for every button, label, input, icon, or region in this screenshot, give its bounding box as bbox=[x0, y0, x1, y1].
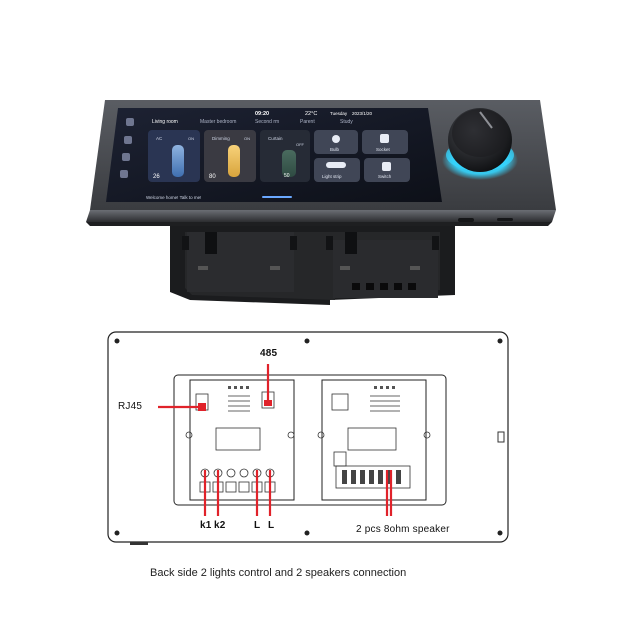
light-strip-icon bbox=[326, 162, 346, 168]
curtain-tile[interactable]: Curtain OFF 50 bbox=[260, 130, 310, 182]
caption: Back side 2 lights control and 2 speaker… bbox=[150, 567, 407, 579]
dimmer-state: ON bbox=[244, 136, 250, 141]
switch-tile[interactable]: Switch bbox=[364, 158, 410, 182]
socket-label: Socket bbox=[376, 147, 391, 152]
status-day: Tuesday bbox=[330, 111, 348, 116]
rotary-knob[interactable] bbox=[442, 108, 518, 180]
back-plate-outline bbox=[107, 331, 509, 543]
scene-icon[interactable] bbox=[124, 136, 132, 144]
ac-state: ON bbox=[188, 136, 194, 141]
switch-label: Switch bbox=[378, 174, 392, 179]
l2-label: L bbox=[268, 520, 275, 531]
speaker-module bbox=[317, 379, 431, 501]
curtain-state: OFF bbox=[296, 142, 305, 147]
inner-frame bbox=[173, 374, 447, 506]
curtain-value: 50 bbox=[284, 173, 290, 179]
ac-value: 26 bbox=[153, 174, 160, 180]
k2-label: k2 bbox=[214, 520, 226, 531]
mounting-holes bbox=[114, 338, 503, 536]
status-date: 2023/1/20 bbox=[352, 111, 373, 116]
settings-icon[interactable] bbox=[120, 170, 128, 178]
tab-2[interactable]: Second rm bbox=[255, 119, 279, 125]
dimmer-label: Dimming bbox=[212, 136, 230, 141]
tab-1[interactable]: Master bedroom bbox=[200, 119, 236, 125]
status-temp: 22°C bbox=[305, 111, 317, 117]
light-control-module bbox=[185, 379, 295, 501]
tab-0[interactable]: Living room bbox=[152, 119, 178, 125]
bulb-label: Bulb bbox=[330, 147, 340, 152]
tab-4[interactable]: Study bbox=[340, 119, 353, 125]
rj45-port-highlight bbox=[198, 403, 206, 411]
rs485-label: 485 bbox=[260, 348, 278, 359]
rj45-label: RJ45 bbox=[118, 401, 143, 412]
ac-tile[interactable]: AC ON 26 bbox=[148, 130, 200, 182]
speaker-label: 2 pcs 8ohm speaker bbox=[356, 524, 450, 535]
socket-icon bbox=[380, 134, 389, 143]
wiring-diagram bbox=[107, 331, 509, 545]
bulb-tile[interactable]: Bulb bbox=[314, 130, 358, 154]
home-icon[interactable] bbox=[126, 118, 134, 126]
bottom-notch bbox=[130, 542, 148, 545]
dimmer-tile[interactable]: Dimming ON 80 bbox=[204, 130, 256, 182]
bulb-icon bbox=[332, 135, 340, 143]
socket-tile[interactable]: Socket bbox=[362, 130, 408, 154]
side-tab bbox=[497, 431, 505, 443]
smart-panel-device: Living room Master bedroom Second rm Par… bbox=[86, 100, 556, 305]
status-time: 09:20 bbox=[255, 111, 269, 117]
music-icon[interactable] bbox=[122, 153, 130, 161]
side-nav bbox=[120, 118, 134, 178]
curtain-label: Curtain bbox=[268, 136, 283, 141]
touch-screen[interactable]: Living room Master bedroom Second rm Par… bbox=[106, 108, 442, 202]
callout-lines bbox=[158, 364, 393, 516]
l1-label: L bbox=[254, 520, 261, 531]
lightstrip-tile[interactable]: Light strip bbox=[314, 158, 360, 182]
switch-icon bbox=[382, 162, 391, 171]
back-box bbox=[170, 226, 455, 305]
voice-prompt: Welcome home! Talk to me! bbox=[146, 195, 201, 200]
knob-marker bbox=[479, 111, 493, 129]
dimmer-value: 80 bbox=[209, 174, 216, 180]
ac-label: AC bbox=[156, 136, 163, 141]
voice-wave bbox=[262, 196, 292, 198]
tab-3[interactable]: Parent bbox=[300, 119, 315, 125]
k1-label: k1 bbox=[200, 520, 212, 531]
usb-c-port bbox=[458, 218, 474, 222]
reset-slot bbox=[497, 218, 513, 221]
lightstrip-label: Light strip bbox=[322, 174, 342, 179]
rs485-port-highlight bbox=[264, 400, 272, 406]
